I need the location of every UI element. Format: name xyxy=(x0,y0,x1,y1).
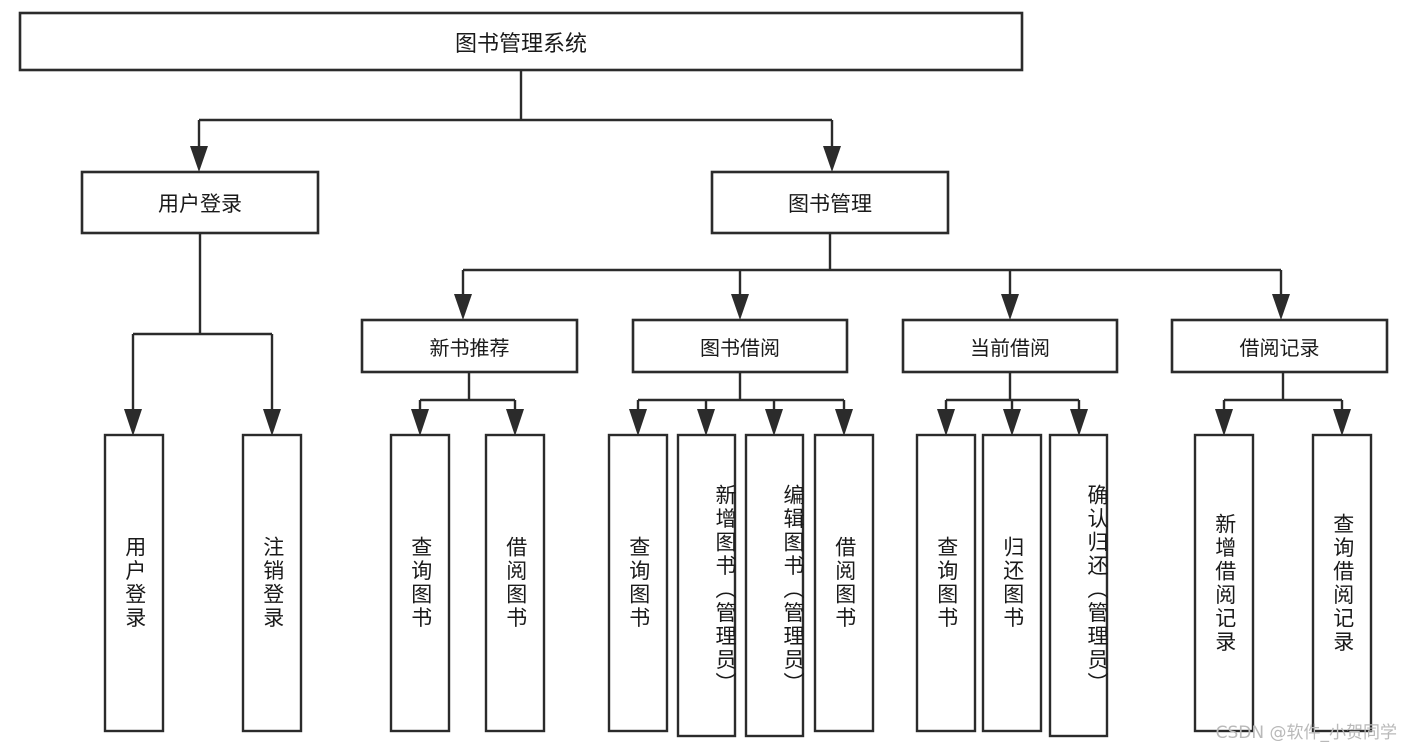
leaf-box-cb-confirm-return[interactable] xyxy=(1048,433,1109,738)
node-borrow-record-box[interactable] xyxy=(1170,318,1389,374)
arrow-head-icon-bb-leaf1 xyxy=(629,409,647,436)
arrow-head-icon-leaf-logout xyxy=(263,409,281,436)
arrow-head-icon-nb-leaf1 xyxy=(411,409,429,436)
arrow-head-icon-leaf-user-login xyxy=(124,409,142,436)
arrow-head-icon-cb-leaf1 xyxy=(937,409,955,436)
leaf-box-cb-return-book[interactable] xyxy=(981,433,1043,733)
leaf-box-bb-edit-book[interactable] xyxy=(744,433,805,738)
arrow-head-icon-record xyxy=(1272,294,1290,320)
arrow-head-icon-nb-leaf2 xyxy=(506,409,524,436)
node-root-box[interactable] xyxy=(18,11,1024,72)
node-current-borrow-box[interactable] xyxy=(901,318,1119,374)
node-book-manage-box[interactable] xyxy=(710,170,950,235)
leaf-box-bb-add-book[interactable] xyxy=(676,433,737,738)
arrow-head-icon-user-login xyxy=(190,146,208,172)
node-user-login-box[interactable] xyxy=(80,170,320,235)
arrow-head-icon-newbook xyxy=(454,294,472,320)
arrow-head-icon-bb-leaf2 xyxy=(697,409,715,436)
arrow-head-icon-book-manage xyxy=(823,146,841,172)
leaf-box-nb-query-book[interactable] xyxy=(389,433,451,733)
arrow-head-icon-cb-leaf2 xyxy=(1003,409,1021,436)
node-book-borrow-box[interactable] xyxy=(631,318,849,374)
arrow-head-icon-cb-leaf3 xyxy=(1070,409,1088,436)
leaf-box-bb-query-book[interactable] xyxy=(607,433,669,733)
arrow-head-icon-br-leaf2 xyxy=(1333,409,1351,436)
leaf-box-user-login[interactable] xyxy=(103,433,165,733)
arrow-head-icon-current xyxy=(1001,294,1019,320)
leaf-box-nb-borrow-book[interactable] xyxy=(484,433,546,733)
leaf-box-logout[interactable] xyxy=(241,433,303,733)
arrow-head-icon-br-leaf1 xyxy=(1215,409,1233,436)
arrow-head-icon-borrow xyxy=(731,294,749,320)
leaf-box-cb-query-book[interactable] xyxy=(915,433,977,733)
leaf-box-br-add-record[interactable] xyxy=(1193,433,1255,733)
arrow-head-icon-bb-leaf4 xyxy=(835,409,853,436)
node-new-book-rec-box[interactable] xyxy=(360,318,579,374)
leaf-box-bb-borrow-book[interactable] xyxy=(813,433,875,733)
arrow-head-icon-bb-leaf3 xyxy=(765,409,783,436)
leaf-box-br-query-record[interactable] xyxy=(1311,433,1373,733)
